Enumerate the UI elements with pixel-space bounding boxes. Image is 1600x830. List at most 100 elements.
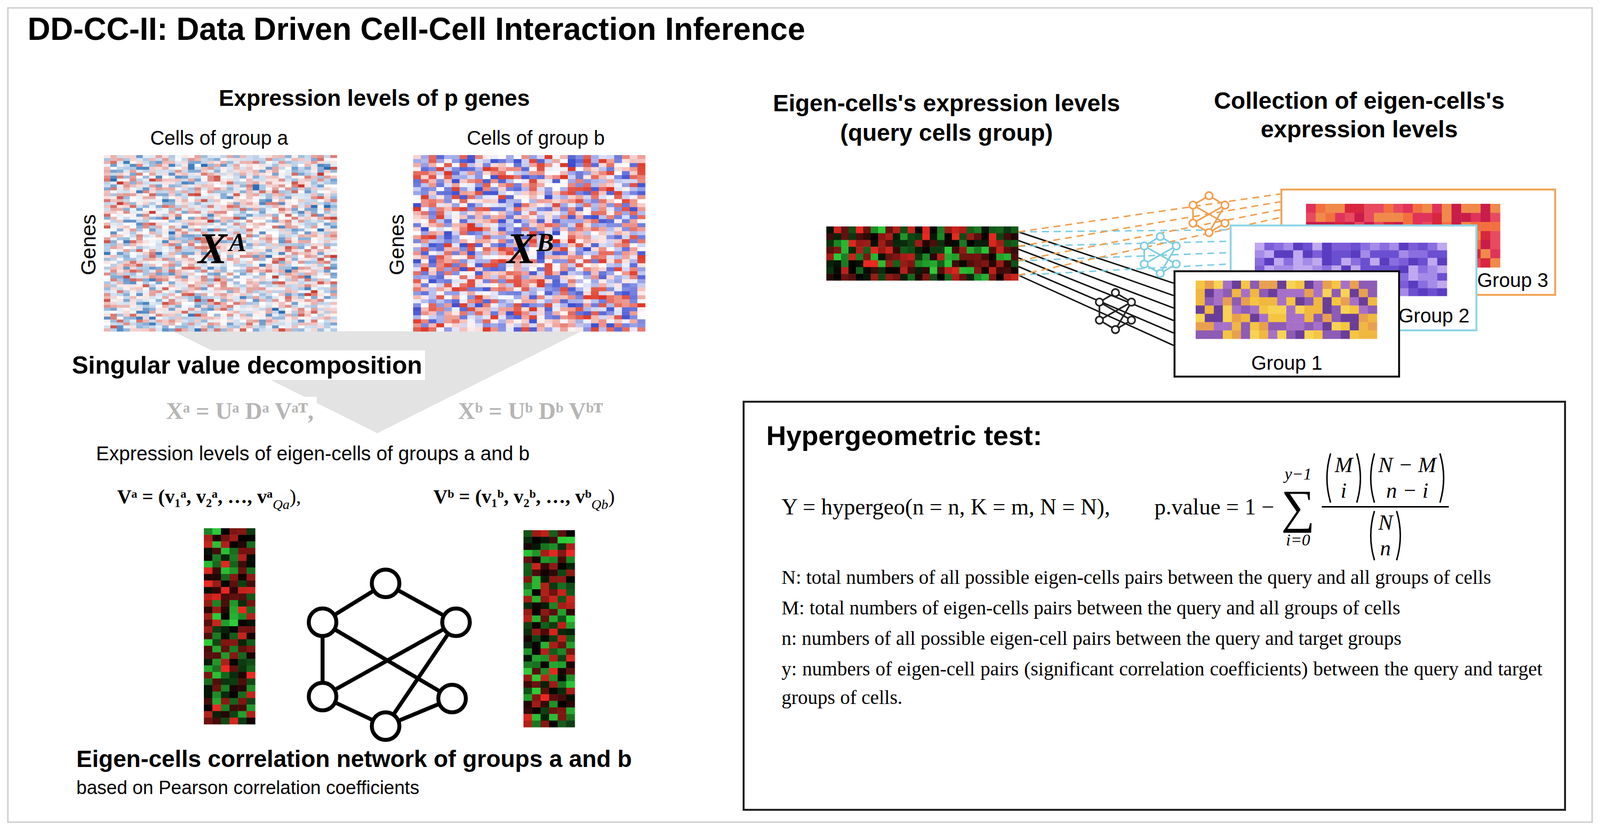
heat-cell <box>310 237 318 241</box>
heat-cell <box>207 169 215 173</box>
heat-cell <box>297 204 305 208</box>
heat-cell <box>265 158 273 162</box>
heat-cell <box>175 293 183 296</box>
heat-cell <box>317 298 325 302</box>
heat-cell <box>291 237 299 241</box>
heat-cell <box>304 252 312 256</box>
heat-cell <box>194 290 202 294</box>
heat-cell <box>103 237 111 241</box>
heat-cell <box>227 169 234 173</box>
heat-cell <box>291 272 299 276</box>
heat-cell <box>220 201 228 205</box>
heat-cell <box>168 237 176 241</box>
heat-cell <box>297 169 305 173</box>
heat-cell <box>213 284 221 288</box>
heat-cell <box>194 301 202 305</box>
heat-cell <box>142 307 150 311</box>
heat-cell <box>259 231 266 235</box>
heat-cell <box>130 310 137 314</box>
heat-cell <box>272 158 280 162</box>
heat-cell <box>149 213 157 217</box>
heat-cell <box>297 307 305 311</box>
heat-cell <box>149 178 157 182</box>
heat-cell <box>110 172 118 176</box>
heat-cell <box>168 178 176 182</box>
heat-cell <box>110 169 118 173</box>
heat-cell <box>213 161 221 164</box>
heat-cell <box>188 290 196 294</box>
heat-cell <box>310 255 318 259</box>
heat-cell <box>116 228 124 232</box>
heat-cell <box>213 190 221 194</box>
heat-cell <box>136 284 144 288</box>
heat-cell <box>207 304 215 308</box>
heat-cell <box>149 190 157 194</box>
heat-cell <box>324 166 331 170</box>
heat-cell <box>246 313 254 317</box>
heat-cell <box>123 293 131 296</box>
heat-cell <box>142 252 150 256</box>
heat-cell <box>330 313 338 317</box>
heat-cell <box>278 284 286 288</box>
heat-cell <box>116 190 124 194</box>
heat-cell <box>123 310 131 314</box>
heat-cell <box>110 187 118 191</box>
heat-cell <box>297 249 305 253</box>
heat-cell <box>285 184 293 188</box>
heat-cell <box>220 178 228 182</box>
heat-cell <box>233 304 241 308</box>
heat-cell <box>252 178 260 182</box>
heat-cell <box>103 243 111 247</box>
heat-cell <box>123 175 131 179</box>
heat-cell <box>142 284 150 288</box>
heat-cell <box>181 263 189 267</box>
heat-cell <box>194 199 202 203</box>
heat-cell <box>103 304 111 308</box>
heat-cell <box>110 304 118 308</box>
heat-cell <box>252 307 260 311</box>
heat-cell <box>162 190 169 194</box>
heat-cell <box>239 287 247 291</box>
heat-cell <box>285 243 293 247</box>
heat-cell <box>175 246 183 250</box>
heat-cell <box>330 275 338 279</box>
heat-cell <box>149 316 157 320</box>
heat-cell <box>310 163 318 167</box>
heat-cell <box>310 169 318 173</box>
heat-cell <box>285 181 293 185</box>
heat-cell <box>324 222 331 226</box>
heat-cell <box>194 304 202 308</box>
heat-cell <box>324 181 331 185</box>
heat-cell <box>123 272 131 276</box>
heat-cell <box>317 181 325 185</box>
heat-cell <box>136 261 144 264</box>
heat-cell <box>200 175 208 179</box>
heat-cell <box>252 187 260 191</box>
heat-cell <box>200 313 208 317</box>
heat-cell <box>330 266 338 270</box>
heat-cell <box>207 163 215 167</box>
heat-cell <box>259 252 266 256</box>
heat-cell <box>310 295 318 299</box>
heat-cell <box>130 284 137 288</box>
heat-cell <box>246 281 254 285</box>
heat-cell <box>168 184 176 188</box>
heat-cell <box>200 163 208 167</box>
heat-cell <box>123 172 131 176</box>
heat-cell <box>142 266 150 270</box>
heat-cell <box>149 240 157 244</box>
heat-cell <box>155 207 163 211</box>
heat-cell <box>239 201 247 205</box>
heat-cell <box>149 163 157 167</box>
heat-cell <box>324 243 331 247</box>
heat-cell <box>330 210 338 214</box>
heat-cell <box>233 187 241 191</box>
heat-cell <box>317 281 325 285</box>
heat-cell <box>175 295 183 299</box>
heat-cell <box>213 213 221 217</box>
heat-cell <box>291 199 299 203</box>
heat-cell <box>297 243 305 247</box>
heat-cell <box>310 243 318 247</box>
heat-cell <box>162 155 169 159</box>
heat-cell <box>116 266 124 270</box>
